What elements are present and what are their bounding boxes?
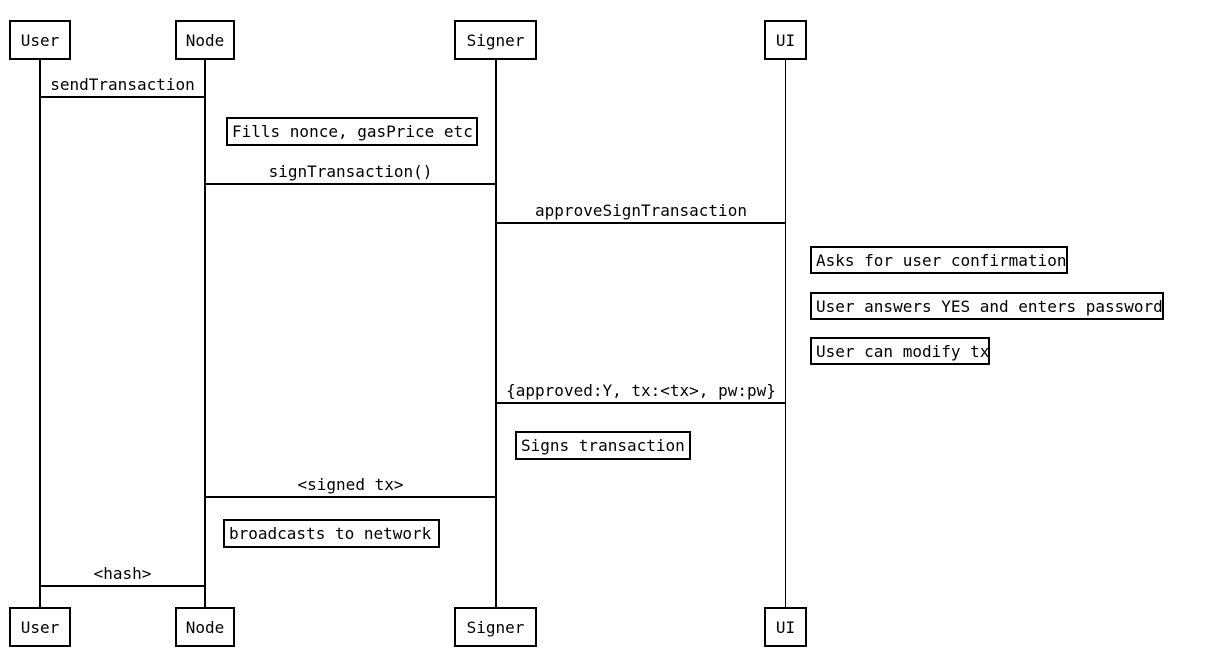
message-line-approvesigntransaction — [496, 222, 786, 224]
message-label-approved-payload: {approved:Y, tx:<tx>, pw:pw} — [506, 381, 776, 400]
message-label-signed-tx: <signed tx> — [297, 475, 404, 494]
actor-label: UI — [775, 617, 796, 637]
note-text: User answers YES and enters password — [816, 296, 1163, 316]
note-text: Signs transaction — [521, 436, 685, 455]
actor-ui-top: UI — [764, 20, 807, 60]
message-label-signtransaction: signTransaction() — [268, 162, 433, 181]
message-line-hash — [40, 585, 205, 587]
note-user-answers-yes: User answers YES and enters password — [810, 292, 1164, 320]
actor-node-bottom: Node — [175, 607, 235, 647]
message-label-sendtransaction: sendTransaction — [50, 75, 195, 94]
lifeline-node — [204, 60, 206, 607]
actor-signer-top: Signer — [454, 20, 537, 60]
actor-user-bottom: User — [9, 607, 71, 647]
actor-label: User — [20, 30, 60, 50]
actor-label: UI — [775, 30, 796, 50]
note-broadcasts: broadcasts to network — [223, 519, 440, 548]
note-text: broadcasts to network — [229, 524, 432, 543]
message-line-signed-tx — [205, 496, 496, 498]
note-text: Fills nonce, gasPrice etc — [232, 122, 473, 141]
lifeline-user — [39, 60, 41, 607]
actor-ui-bottom: UI — [764, 607, 807, 647]
note-asks-confirmation: Asks for user confirmation — [810, 246, 1068, 274]
note-text: Asks for user confirmation — [816, 250, 1067, 270]
actor-label: Signer — [466, 617, 525, 637]
actor-label: User — [20, 617, 60, 637]
actor-user-top: User — [9, 20, 71, 60]
message-label-hash: <hash> — [93, 564, 152, 583]
message-line-approved-payload — [496, 402, 786, 404]
note-text: User can modify tx — [816, 341, 990, 361]
actor-label: Node — [185, 617, 225, 637]
message-line-signtransaction — [205, 183, 496, 185]
lifeline-ui — [785, 60, 786, 607]
note-fills-nonce: Fills nonce, gasPrice etc — [226, 117, 478, 146]
actor-node-top: Node — [175, 20, 235, 60]
lifeline-signer — [495, 60, 497, 607]
actor-label: Signer — [466, 30, 525, 50]
message-label-approvesigntransaction: approveSignTransaction — [535, 201, 747, 220]
message-line-sendtransaction — [40, 96, 205, 98]
actor-label: Node — [185, 30, 225, 50]
note-signs-transaction: Signs transaction — [515, 431, 691, 460]
note-user-can-modify: User can modify tx — [810, 337, 990, 365]
actor-signer-bottom: Signer — [454, 607, 537, 647]
